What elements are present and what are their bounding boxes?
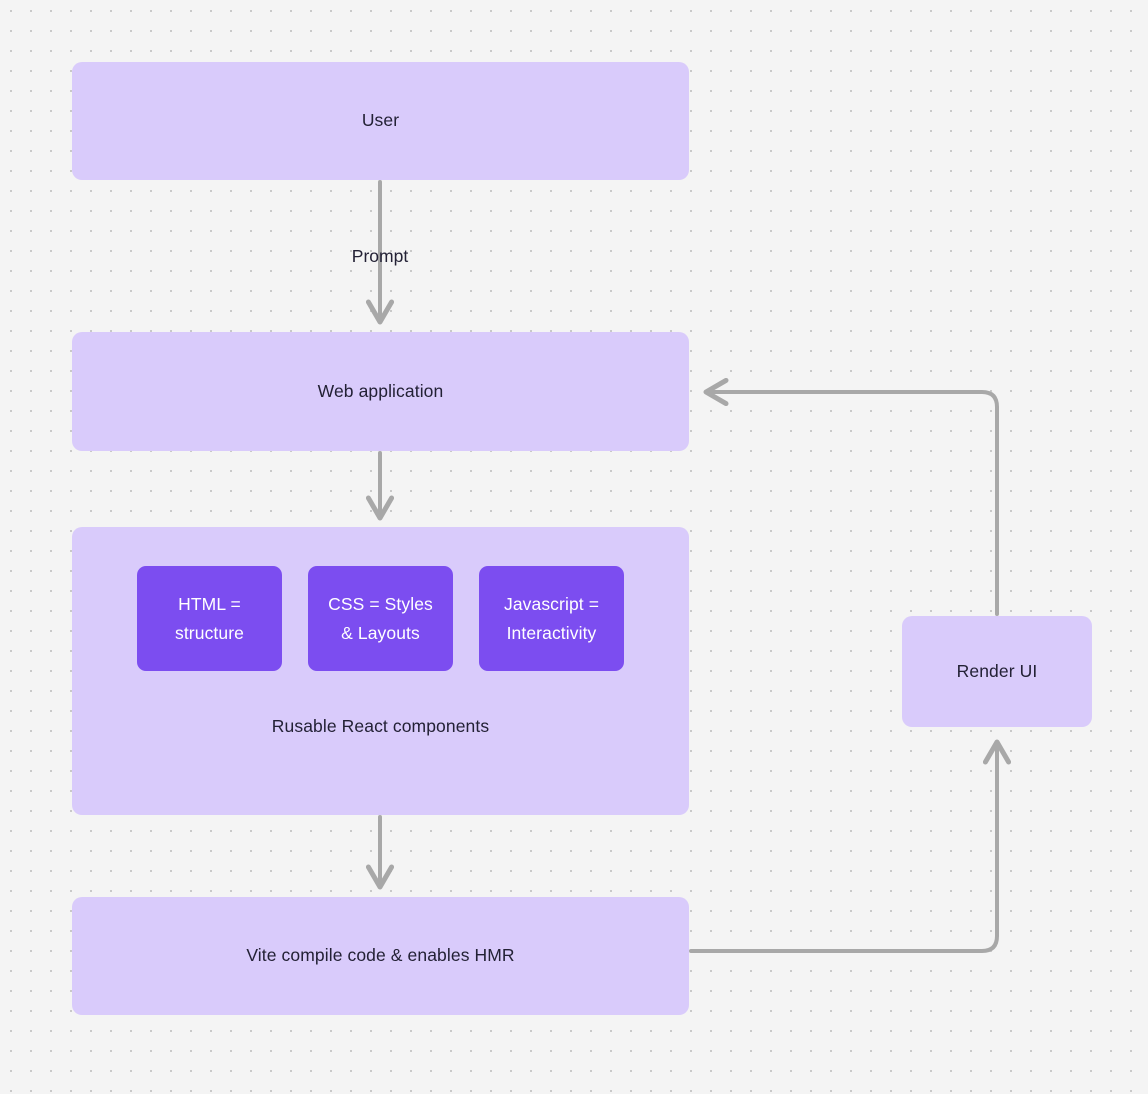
inner-node-html[interactable]: HTML = structure	[137, 566, 282, 671]
inner-node-html-line1: HTML =	[178, 593, 241, 614]
node-render-ui-label: Render UI	[956, 660, 1038, 681]
node-react-components-label: Rusable React components	[271, 716, 490, 736]
edge-label-prompt: Prompt	[351, 246, 409, 266]
edge-render-to-webapp	[706, 392, 999, 616]
node-web-application[interactable]: Web application	[72, 332, 689, 451]
inner-node-css[interactable]: CSS = Styles & Layouts	[308, 566, 453, 671]
inner-node-css-line2: & Layouts	[341, 622, 420, 643]
inner-node-html-line2: structure	[175, 622, 244, 643]
inner-node-javascript-line1: Javascript =	[503, 593, 600, 614]
node-vite-label: Vite compile code & enables HMR	[246, 945, 515, 966]
edge-vite-to-render	[689, 742, 997, 953]
node-web-application-label: Web application	[317, 380, 444, 401]
inner-node-javascript[interactable]: Javascript = Interactivity	[479, 566, 624, 671]
inner-node-css-line1: CSS = Styles	[328, 593, 433, 614]
inner-node-javascript-line2: Interactivity	[506, 622, 597, 643]
node-user[interactable]: User	[72, 62, 689, 180]
node-vite[interactable]: Vite compile code & enables HMR	[72, 897, 689, 1015]
node-render-ui[interactable]: Render UI	[902, 616, 1092, 727]
node-user-label: User	[361, 110, 400, 131]
inner-node-row: HTML = structure CSS = Styles & Layouts …	[72, 566, 689, 671]
node-react-components-container[interactable]: HTML = structure CSS = Styles & Layouts …	[72, 527, 689, 815]
